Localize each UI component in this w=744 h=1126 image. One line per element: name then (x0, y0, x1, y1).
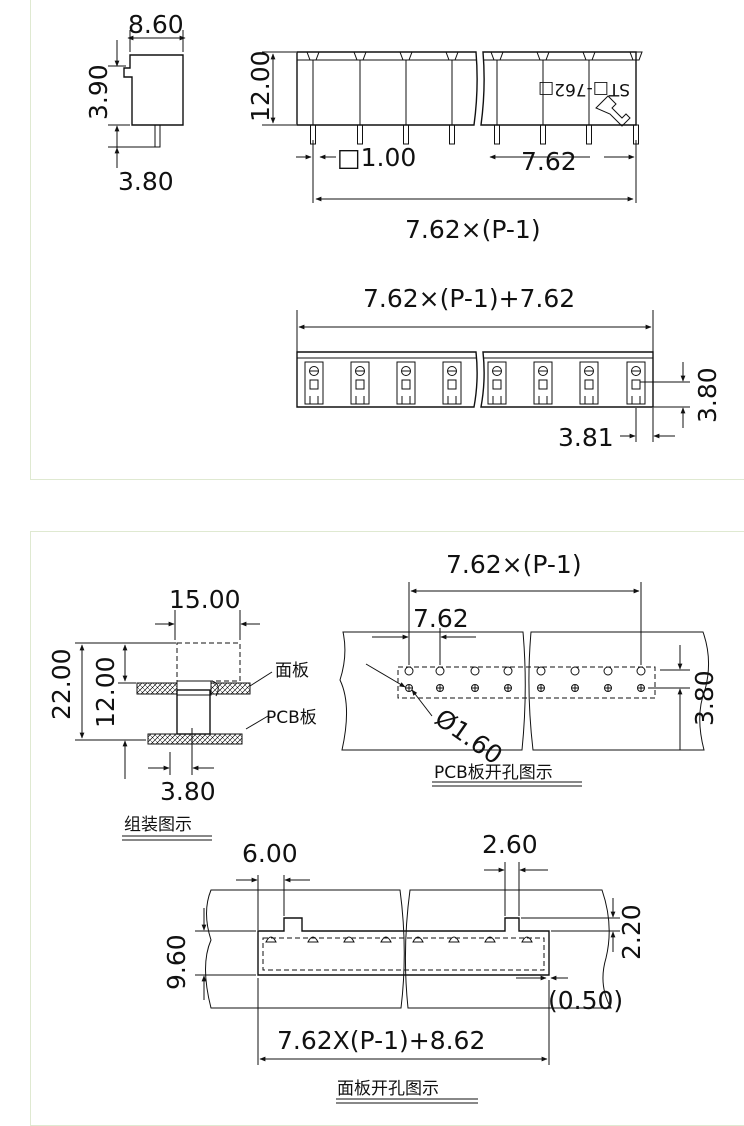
cutout-bump (521, 936, 533, 943)
screw-top (536, 51, 550, 61)
screw-top (490, 51, 504, 61)
assembly-total-height-dim: 22.00 (47, 648, 76, 720)
side-pin-dim: 3.80 (118, 167, 174, 196)
wire-entry (309, 379, 319, 390)
terminal-cell (396, 361, 416, 405)
panel-cutout-caption: 面板开孔图示 (337, 1079, 439, 1099)
bottom-length-dim: 7.62×(P-1)+7.62 (363, 284, 575, 313)
front-dims (262, 51, 637, 203)
pcb-hole-top (636, 666, 646, 676)
wire-entry (355, 379, 365, 390)
side-height-dim: 3.90 (84, 64, 113, 120)
pcb-label: PCB板 (266, 708, 317, 728)
pcb-holes (404, 666, 646, 692)
front-pin-width-dim: □1.00 (337, 143, 416, 172)
pcb-hole-top (570, 666, 580, 676)
bottom-view-dims (620, 362, 690, 442)
bottom-view (296, 310, 654, 408)
screw-top (399, 51, 413, 61)
panel-cutout-view (195, 862, 620, 1104)
terminal-cell (350, 361, 370, 405)
pin (540, 124, 546, 145)
pcb-hole-top (404, 666, 414, 676)
assembly-view (75, 610, 273, 841)
pcb-hole-top (603, 666, 613, 676)
cutout-bump (343, 936, 355, 943)
bottom-depth-dim: 3.80 (693, 367, 722, 423)
assembly-width-dim: 15.00 (169, 585, 241, 614)
pin (403, 124, 409, 145)
bottom-cells (304, 361, 646, 405)
terminal-cell (304, 361, 324, 405)
front-height-dim: 12.00 (246, 50, 275, 122)
pcb-layout-caption: PCB板开孔图示 (434, 763, 553, 783)
pin (586, 124, 592, 145)
cutout-bump (484, 936, 496, 943)
terminal-cell (579, 361, 599, 405)
cutout-bump (265, 936, 277, 943)
terminal-cell (626, 361, 646, 405)
part-mark-block (595, 95, 631, 127)
wire-entry (538, 379, 548, 390)
pcb-row-dim: 3.80 (690, 670, 719, 726)
pcb-hole-top (503, 666, 513, 676)
pcb-span-dim: 7.62×(P-1) (446, 550, 582, 579)
cutout-bump (412, 936, 424, 943)
top-drawing-panel (30, 0, 744, 480)
wire-entry (401, 379, 411, 390)
terminal-cell (442, 361, 462, 405)
bottom-offset-dim: 3.81 (558, 423, 614, 452)
cutout-slot-dim: 6.00 (242, 839, 298, 868)
cutout-notch-dim: 2.60 (482, 830, 538, 859)
cutout-bump (448, 936, 460, 943)
side-view (108, 30, 186, 168)
cutout-bump (307, 936, 319, 943)
panel-label: 面板 (275, 661, 309, 681)
part-mark: ST□-762□ (538, 79, 630, 99)
pcb-hole-top (435, 666, 445, 676)
front-view (296, 51, 637, 126)
pcb-hole-top (536, 666, 546, 676)
pcb-hole-dim: Ø1.60 (430, 703, 508, 770)
screw-top (353, 51, 367, 61)
wire-entry (447, 379, 457, 390)
assembly-panel-height-dim: 12.00 (91, 656, 120, 728)
terminal-cell (487, 361, 507, 405)
cutout-clearance-dim: (0.50) (548, 986, 623, 1015)
screw-top (582, 51, 596, 61)
wire-entry (631, 379, 641, 390)
side-width-dim: 8.60 (128, 10, 184, 39)
wire-entry (492, 379, 502, 390)
assembly-caption: 组装图示 (124, 815, 192, 835)
front-span-dim: 7.62×(P-1) (405, 215, 541, 244)
bottom-drawing-panel (30, 531, 744, 1126)
screw-top (306, 51, 320, 61)
cutout-length-dim: 7.62X(P-1)+8.62 (277, 1026, 485, 1055)
cutout-bumps (265, 936, 533, 943)
cutout-bump (380, 936, 392, 943)
front-pitch-dim: 7.62 (521, 147, 577, 176)
cutout-notch-height-dim: 2.20 (617, 904, 646, 960)
front-pins (306, 51, 643, 145)
pin (449, 124, 455, 145)
pin (357, 124, 363, 145)
terminal-cell (533, 361, 553, 405)
pcb-pitch-dim: 7.62 (413, 604, 469, 633)
screw-top (629, 51, 643, 61)
pcb-hole-top (470, 666, 480, 676)
screw-top (445, 51, 459, 61)
wire-entry (584, 379, 594, 390)
assembly-pin-dim: 3.80 (160, 777, 216, 806)
pin (494, 124, 500, 145)
cutout-height-dim: 9.60 (162, 934, 191, 990)
pcb-layout-view (339, 582, 709, 787)
